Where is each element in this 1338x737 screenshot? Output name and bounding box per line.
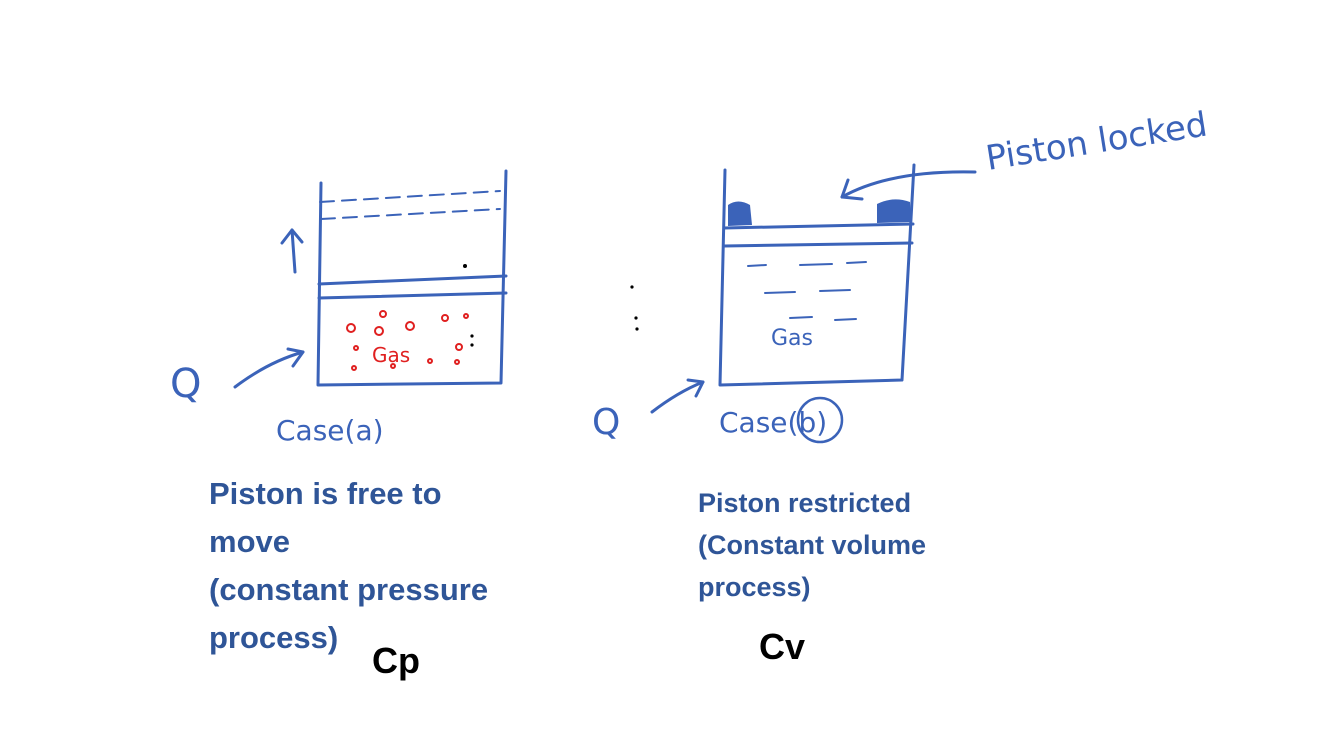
- heat-arrow-a-icon: [233, 347, 305, 389]
- caption-case-a: Piston is free to move (constant pressur…: [209, 476, 489, 655]
- dashed-piston-position-2: [320, 208, 501, 220]
- piston-b-top: [722, 222, 915, 230]
- case-label-a: Case(a): [276, 414, 384, 447]
- stop-left-icon: [728, 201, 752, 226]
- heat-label-b: Q: [592, 402, 620, 443]
- cylinder-b: [718, 163, 916, 387]
- locked-arrow-icon: [840, 170, 977, 201]
- cv-symbol: Cv: [759, 626, 806, 667]
- heat-label-a: Q: [170, 361, 201, 407]
- stray-marks: [463, 264, 639, 347]
- gas-particles-a: [346, 310, 469, 371]
- cp-symbol: Cp: [372, 640, 420, 681]
- case-b-circle: [796, 396, 844, 444]
- piston-a-bottom: [317, 291, 508, 300]
- gas-label-b: Gas: [771, 326, 813, 351]
- case-label-b: Case(b): [719, 406, 827, 439]
- piston-a-top: [317, 274, 508, 286]
- cylinder-b-walls: [718, 163, 916, 387]
- cylinder-a: [316, 169, 508, 387]
- piston-locked-label: Piston locked: [983, 104, 1210, 178]
- stop-right-icon: [877, 199, 911, 223]
- heat-arrow-b-icon: [650, 378, 705, 414]
- piston-b-bottom: [722, 241, 914, 248]
- dashed-piston-position-1: [319, 190, 501, 203]
- up-arrow-icon: [280, 228, 304, 274]
- caption-case-b: Piston restricted (Constant volume proce…: [698, 488, 927, 602]
- gas-label-a: Gas: [372, 343, 410, 367]
